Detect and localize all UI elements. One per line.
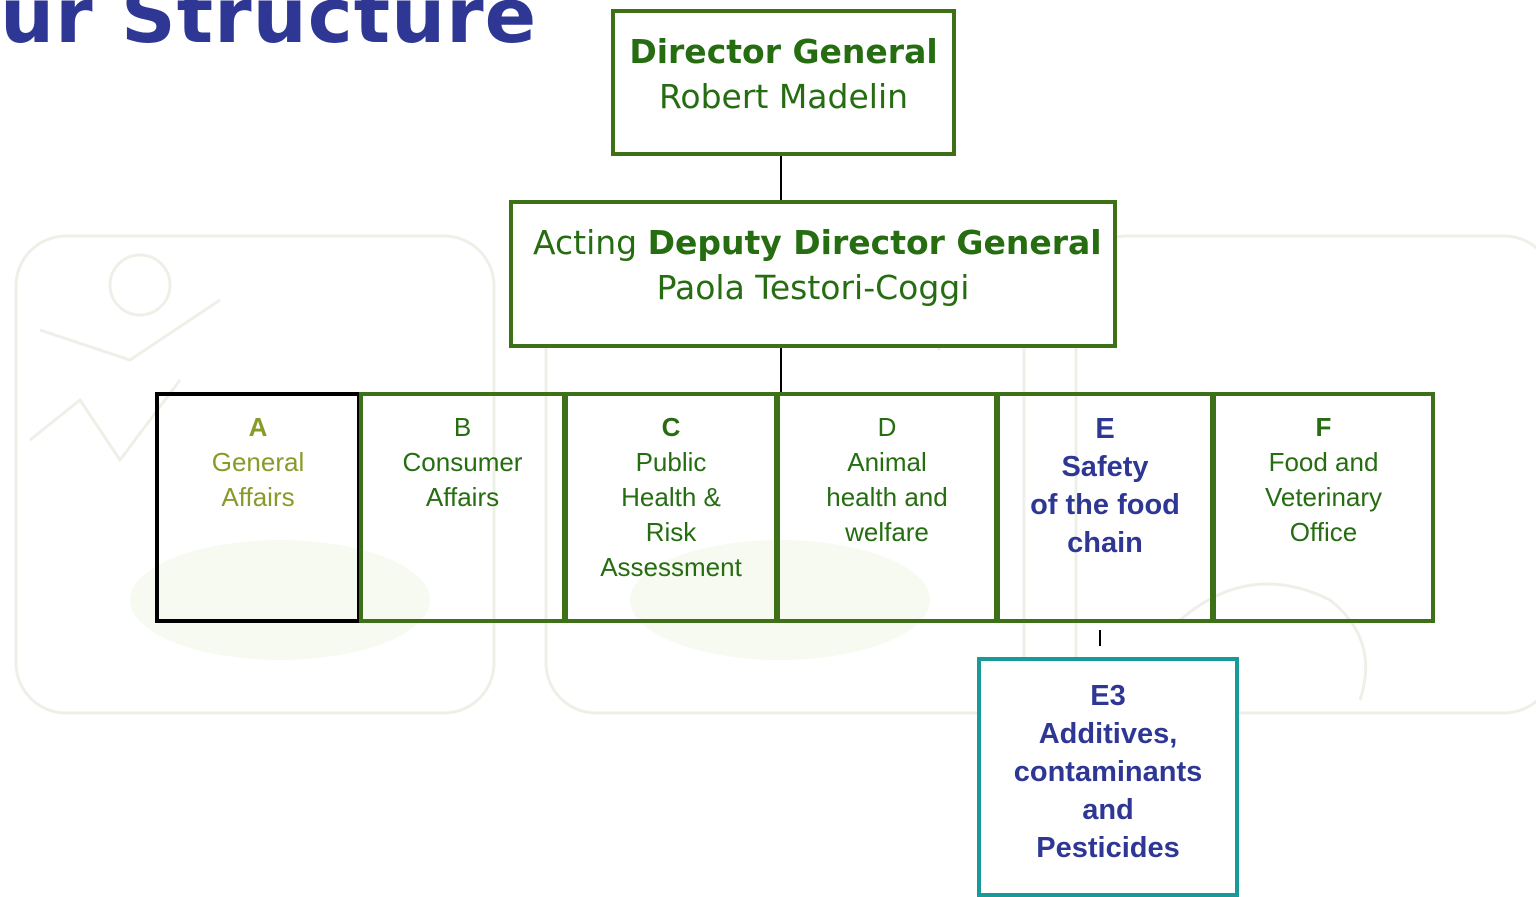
directorate-b-box: B Consumer Affairs — [359, 392, 566, 623]
directorate-name-line: Affairs — [425, 482, 500, 512]
deputy-director-general-box: Acting Deputy Director General Paola Tes… — [509, 200, 1117, 348]
directorate-name-line: General — [211, 447, 305, 477]
directorate-name-line: Assessment — [600, 552, 742, 582]
directorate-name-line: welfare — [845, 517, 929, 547]
directorate-e-box: E Safety of the food chain — [996, 392, 1214, 623]
unit-code: E3 — [1090, 680, 1126, 712]
unit-e3-box: E3 Additives, contaminants and Pesticide… — [977, 657, 1239, 897]
unit-name-line: Additives, — [1038, 718, 1178, 750]
directorate-name-line: Animal — [847, 447, 927, 477]
directorate-f-box: F Food and Veterinary Office — [1212, 392, 1435, 623]
directorate-name-line: Food and — [1268, 447, 1379, 477]
directorate-name-line: Safety — [1061, 451, 1149, 483]
deputy-director-general-role: Deputy Director General — [647, 223, 1102, 262]
directorate-name-line: Health & — [621, 482, 721, 512]
director-general-role: Director General — [629, 32, 938, 71]
directorate-a-box: A General Affairs — [155, 392, 361, 623]
deputy-director-general-prefix: Acting — [533, 223, 638, 262]
unit-name-line: contaminants — [1013, 756, 1203, 788]
directorate-name-line: health and — [826, 482, 948, 512]
directorate-name-line: Consumer — [402, 447, 523, 477]
directorate-letter: D — [877, 412, 897, 442]
directorate-letter: F — [1315, 412, 1332, 442]
directorate-name-line: Veterinary — [1264, 482, 1383, 512]
directorate-letter: B — [453, 412, 472, 442]
directorate-letter: E — [1095, 413, 1115, 445]
page-title: ur Structure — [0, 0, 538, 60]
connector-ddg-directorates — [780, 347, 782, 393]
directorate-d-box: D Animal health and welfare — [776, 392, 998, 623]
directorate-name-line: of the food — [1030, 489, 1180, 521]
directorate-letter: A — [248, 412, 268, 442]
deputy-director-general-title: Acting Deputy Director General — [513, 220, 1113, 265]
director-general-box: Director General Robert Madelin — [611, 9, 956, 156]
deputy-director-general-name: Paola Testori-Coggi — [656, 268, 970, 307]
directorate-name-line: Public — [635, 447, 707, 477]
directorate-name-line: Affairs — [221, 482, 295, 512]
directorate-c-box: C Public Health & Risk Assessment — [564, 392, 778, 623]
connector-dg-ddg — [780, 155, 782, 201]
unit-name-line: and — [1082, 794, 1134, 826]
director-general-name: Robert Madelin — [658, 77, 909, 116]
connector-e-unit — [1099, 630, 1101, 646]
directorate-name-line: Risk — [645, 517, 697, 547]
directorate-name-line: Office — [1289, 517, 1358, 547]
directorate-name-line: chain — [1067, 527, 1143, 559]
directorate-letter: C — [661, 412, 681, 442]
unit-name-line: Pesticides — [1036, 832, 1180, 864]
